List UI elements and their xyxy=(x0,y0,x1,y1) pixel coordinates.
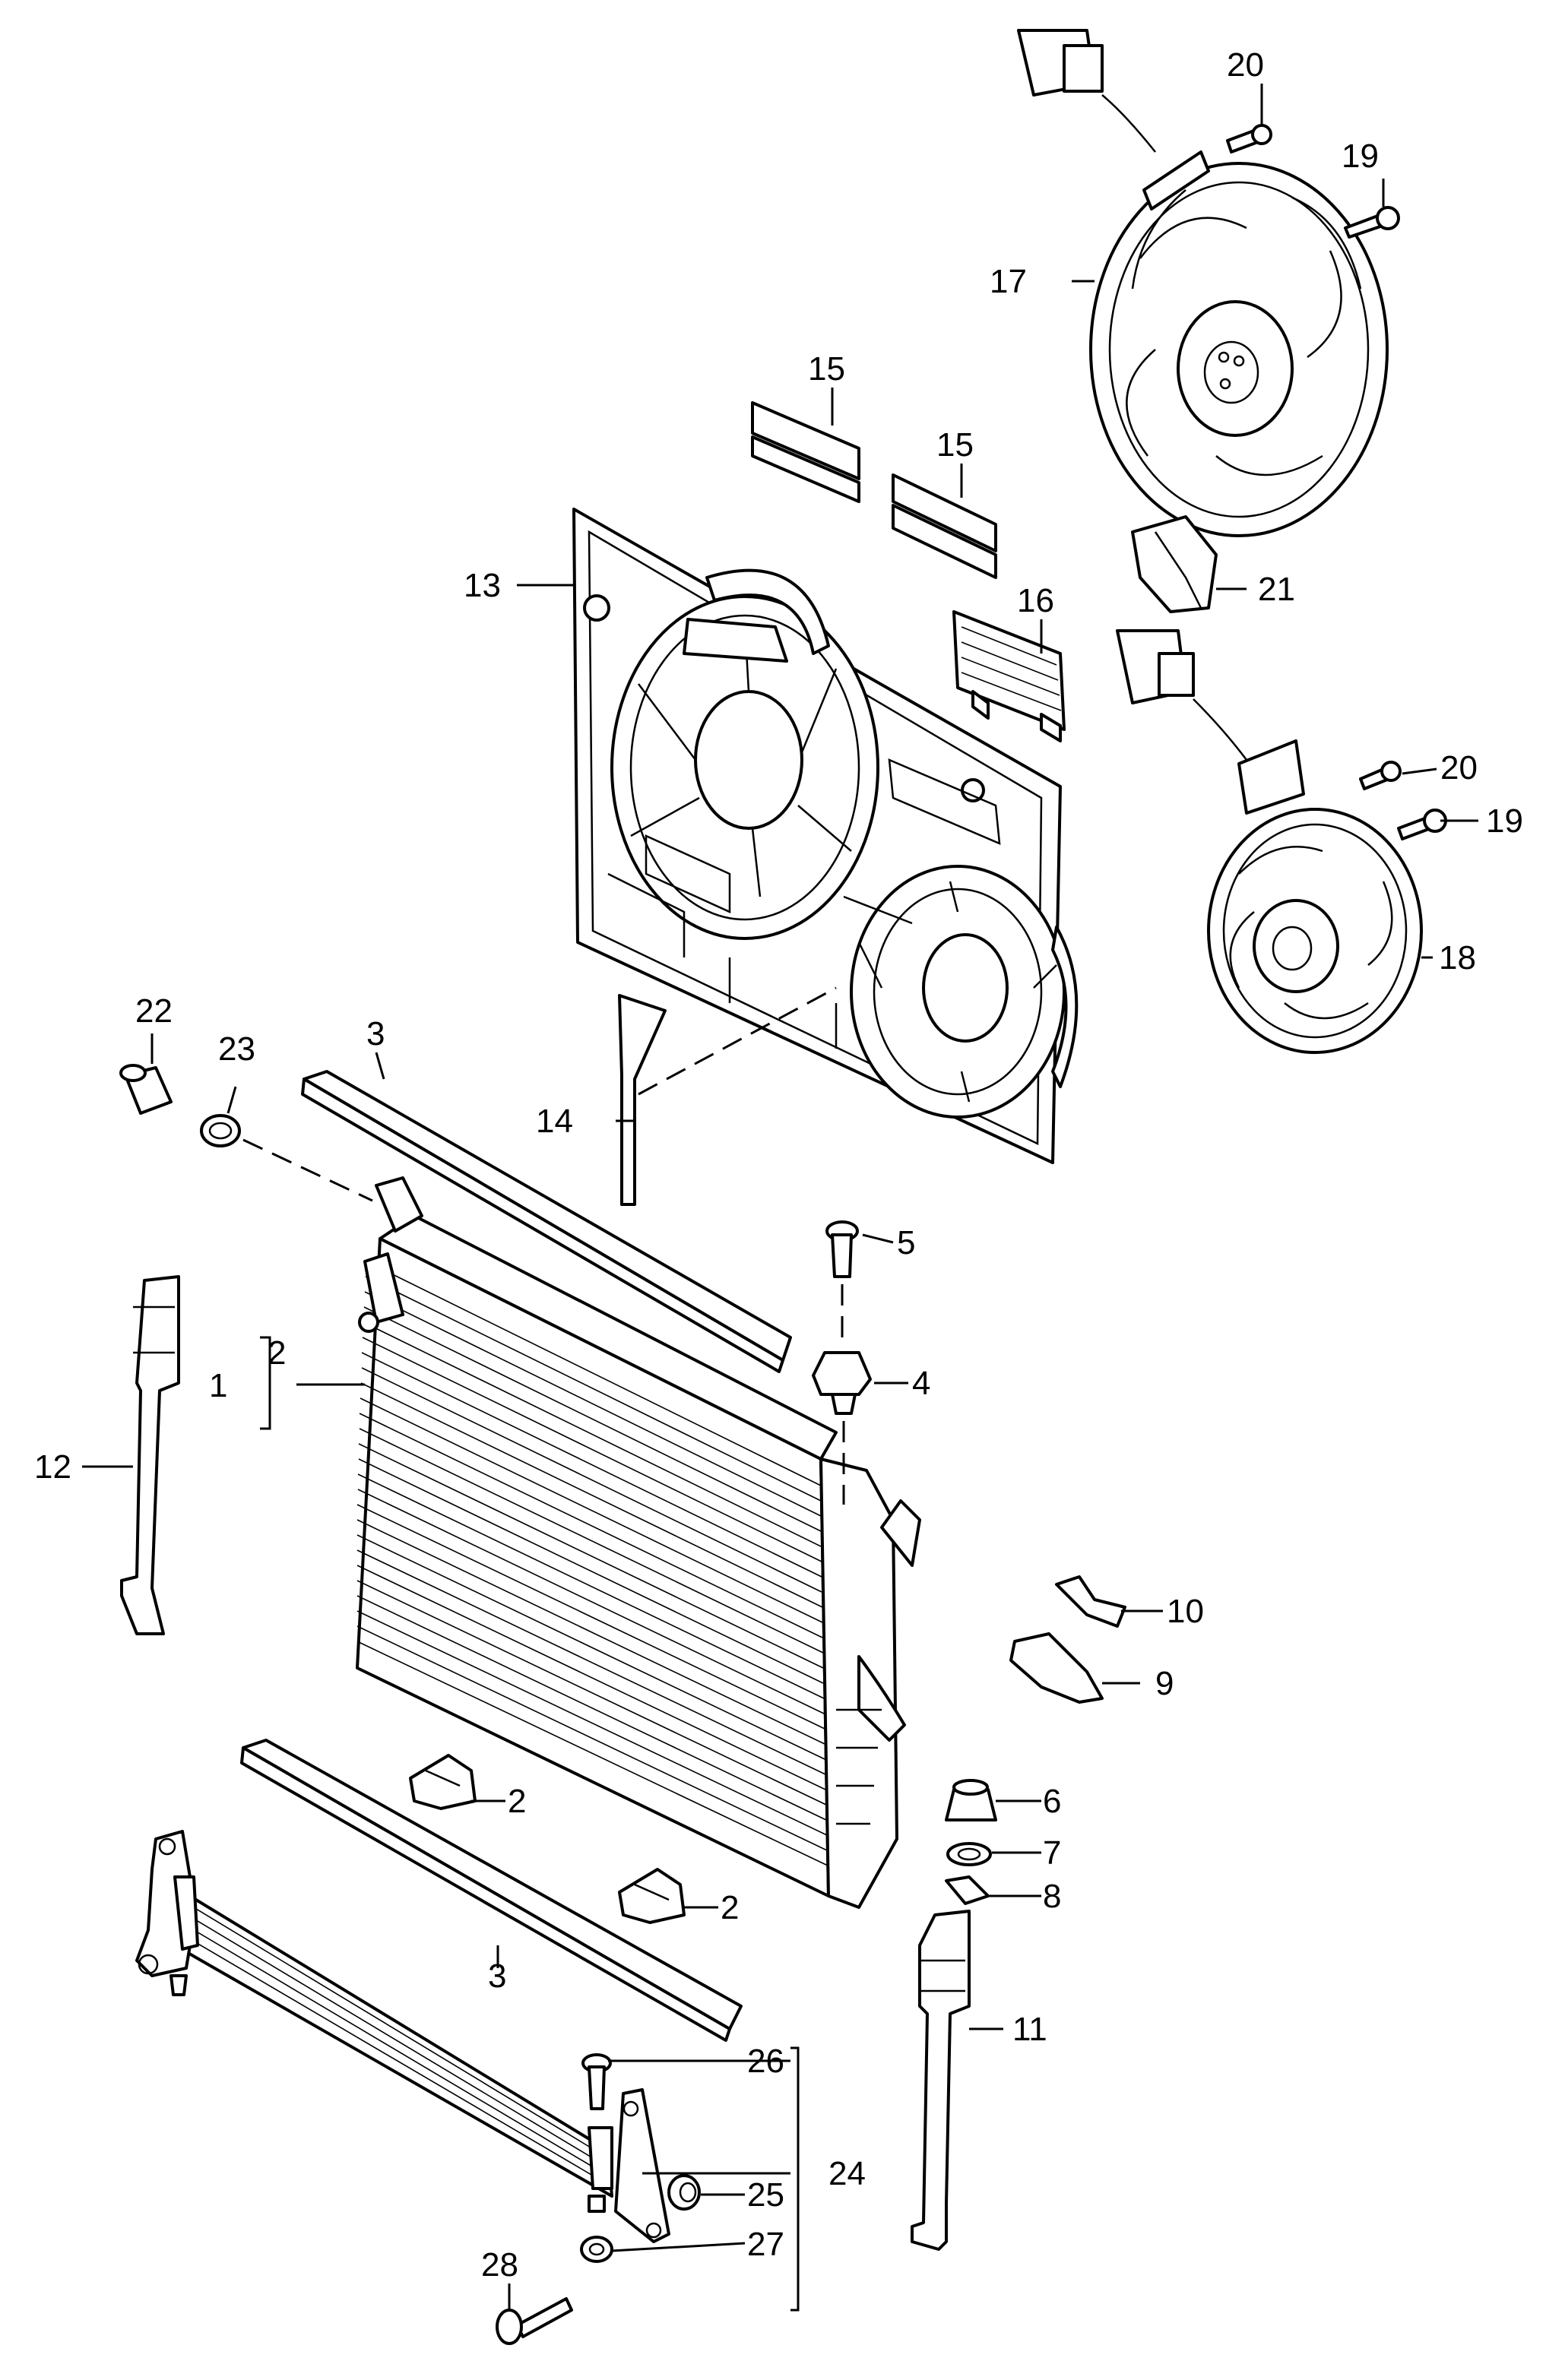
callout-16: 16 xyxy=(1017,582,1054,619)
callout-9: 9 xyxy=(1155,1665,1174,1702)
fan-shroud-13 xyxy=(572,508,1079,1164)
mount-2a xyxy=(409,1754,477,1810)
callout-18: 18 xyxy=(1439,939,1476,976)
air-guide-12 xyxy=(120,1275,180,1635)
air-guide-11 xyxy=(911,1910,971,2251)
bolt-5 xyxy=(825,1220,859,1345)
callout-22: 22 xyxy=(135,992,173,1030)
fan-18 xyxy=(1116,629,1423,1054)
oil-cooler-24 xyxy=(135,1830,670,2243)
screw-20a xyxy=(1226,124,1272,153)
grille-16 xyxy=(952,610,1066,742)
callout-24: 24 xyxy=(828,2155,866,2192)
spring-clip-10 xyxy=(1055,1575,1126,1628)
callout-2-bracket: 2 xyxy=(268,1334,286,1372)
callout-10: 10 xyxy=(1167,1593,1204,1630)
callout-7: 7 xyxy=(1043,1834,1061,1872)
callout-3-bottom: 3 xyxy=(488,1957,506,1995)
sleeve-22 xyxy=(119,1064,173,1115)
grommet-25 xyxy=(667,2174,701,2211)
callout-2-mount-left: 2 xyxy=(508,1783,526,1820)
callout-6: 6 xyxy=(1043,1783,1061,1820)
callout-1: 1 xyxy=(209,1367,227,1404)
callout-15-left: 15 xyxy=(808,350,845,388)
seal-strip-14 xyxy=(618,986,837,1206)
washer-7 xyxy=(946,1842,992,1866)
callout-27: 27 xyxy=(747,2226,784,2263)
mount-2b xyxy=(618,1868,686,1924)
callout-14: 14 xyxy=(536,1103,573,1140)
clip-8 xyxy=(945,1875,990,1905)
bracket-9 xyxy=(1009,1632,1104,1704)
callout-15-right: 15 xyxy=(936,426,974,464)
dashed-line-22 xyxy=(242,1138,373,1202)
callout-17: 17 xyxy=(990,263,1027,300)
callout-20-top: 20 xyxy=(1227,46,1264,84)
clamp-23 xyxy=(200,1114,241,1147)
grommet-6 xyxy=(945,1779,997,1821)
leader-lines xyxy=(82,84,1478,2312)
callout-13: 13 xyxy=(464,567,501,604)
trim-strip-3b xyxy=(240,1739,743,2042)
callout-12: 12 xyxy=(34,1448,71,1486)
clip-15a xyxy=(751,401,860,503)
callout-19-top: 19 xyxy=(1342,138,1379,175)
trim-strip-3a xyxy=(301,1070,792,1373)
callout-4: 4 xyxy=(912,1365,930,1402)
bolt-26 xyxy=(581,2053,612,2110)
callout-19-middle: 19 xyxy=(1486,802,1523,840)
callout-11: 11 xyxy=(1012,2011,1047,2048)
callout-5: 5 xyxy=(897,1224,915,1261)
callout-23: 23 xyxy=(218,1030,255,1068)
callout-2-mount-right: 2 xyxy=(721,1889,739,1926)
callout-25: 25 xyxy=(747,2176,784,2214)
bracket-21 xyxy=(1131,515,1218,613)
callout-3-top: 3 xyxy=(366,1015,385,1052)
bolt-28 xyxy=(496,2297,573,2345)
callout-20-middle: 20 xyxy=(1440,749,1478,786)
callout-26: 26 xyxy=(747,2043,784,2080)
nut-4 xyxy=(812,1351,872,1505)
screw-20b xyxy=(1359,761,1402,790)
callout-28: 28 xyxy=(481,2246,518,2283)
screw-19a xyxy=(1344,206,1400,239)
fan-17 xyxy=(1017,29,1389,537)
radiator-1 xyxy=(356,1176,921,1909)
clip-15b xyxy=(892,473,997,579)
screw-19b xyxy=(1397,809,1447,840)
washer-27 xyxy=(580,2236,613,2263)
callout-21: 21 xyxy=(1258,571,1295,608)
callout-8: 8 xyxy=(1043,1878,1061,1915)
